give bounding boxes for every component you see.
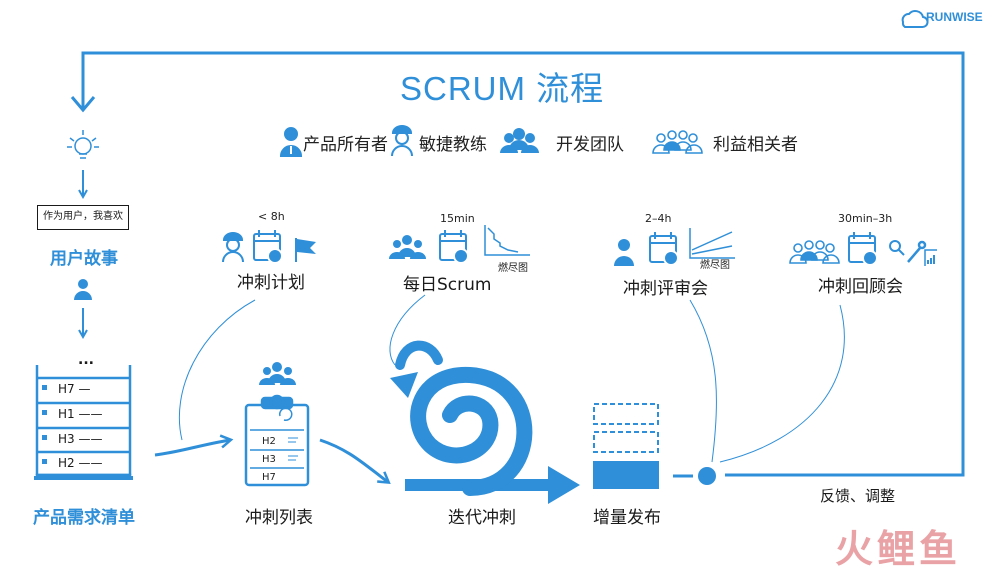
feedback-label: 反馈、调整 bbox=[820, 487, 896, 505]
increment-icon bbox=[593, 403, 659, 489]
user-story-box: 作为用户，我喜欢 bbox=[37, 205, 129, 230]
sprint-team-icon bbox=[259, 362, 296, 385]
sprint-retro-label: 冲刺回顾会 bbox=[818, 277, 903, 297]
sprint-backlog-item: H2 bbox=[262, 436, 276, 447]
runwise-logo-icon bbox=[901, 10, 929, 28]
backlog-item: H7 — bbox=[58, 382, 91, 396]
bar-chart-icon bbox=[924, 249, 937, 266]
feedback-loop-line bbox=[81, 51, 965, 477]
daily-team-icon bbox=[389, 235, 426, 259]
iteration-spiral-icon bbox=[390, 340, 580, 504]
daily-arc bbox=[389, 294, 426, 366]
sprint-planning-label: 冲刺计划 bbox=[237, 273, 305, 293]
retro-duration: 30min–3h bbox=[838, 212, 893, 225]
lightbulb-icon bbox=[67, 130, 99, 159]
user-story-label: 用户故事 bbox=[50, 249, 118, 269]
daily-duration: 15min bbox=[440, 212, 475, 225]
review-duration: 2–4h bbox=[645, 212, 672, 225]
product-backlog-stack bbox=[34, 365, 133, 480]
runwise-logo-text: RUNWISE bbox=[926, 10, 983, 24]
loop-down-arrow bbox=[70, 96, 96, 113]
review-owner-icon bbox=[614, 239, 634, 266]
retro-calendar-icon bbox=[848, 232, 878, 266]
planning-calendar-icon bbox=[253, 230, 283, 264]
daily-calendar-icon bbox=[439, 230, 469, 264]
scrum-master-label: 敏捷教练 bbox=[419, 135, 487, 155]
sprint-review-label: 冲刺评审会 bbox=[623, 279, 708, 299]
page-title: SCRUM 流程 bbox=[400, 70, 605, 107]
planning-flag-icon bbox=[295, 238, 316, 262]
product-owner-icon bbox=[279, 127, 303, 157]
iteration-label: 迭代冲刺 bbox=[448, 508, 516, 528]
sprint-backlog-item: H7 bbox=[262, 472, 276, 483]
user-icon bbox=[74, 279, 92, 300]
backlog-to-sprint-arrow bbox=[154, 440, 230, 457]
dev-team-label: 开发团队 bbox=[556, 135, 624, 155]
review-arc bbox=[689, 299, 718, 463]
daily-burndown-label: 燃尽图 bbox=[498, 263, 528, 274]
increment-label: 增量发布 bbox=[593, 508, 661, 528]
dev-team-icon bbox=[500, 128, 539, 153]
sprint-backlog-item: H3 bbox=[262, 454, 276, 465]
product-backlog-label: 产品需求清单 bbox=[33, 508, 135, 528]
scrum-master-icon bbox=[391, 125, 413, 157]
magnifier-icon bbox=[889, 240, 905, 256]
product-owner-label: 产品所有者 bbox=[303, 135, 388, 155]
stakeholders-icon bbox=[652, 130, 703, 154]
backlog-item: H1 —— bbox=[58, 407, 103, 421]
review-burndown-chart-icon bbox=[689, 228, 735, 259]
stakeholders-label: 利益相关者 bbox=[713, 135, 798, 155]
feedback-connector bbox=[673, 467, 716, 485]
retro-stakeholders-icon bbox=[789, 240, 840, 264]
planning-duration: < 8h bbox=[258, 210, 285, 223]
daily-scrum-label: 每日Scrum bbox=[403, 275, 492, 295]
planning-arc bbox=[178, 299, 256, 441]
watermark: 火鲤鱼 bbox=[835, 527, 962, 571]
wrench-icon bbox=[907, 240, 927, 263]
review-burndown-label: 燃尽图 bbox=[700, 260, 730, 271]
sprint-backlog-label: 冲刺列表 bbox=[245, 508, 313, 528]
planning-master-icon bbox=[222, 232, 244, 263]
review-calendar-icon bbox=[649, 232, 679, 266]
backlog-more-dots: ... bbox=[78, 352, 94, 368]
retro-arc bbox=[719, 304, 845, 463]
sprint-backlog-clipboard bbox=[244, 394, 310, 487]
sprint-to-iteration-arrow bbox=[319, 438, 388, 482]
backlog-item: H2 —— bbox=[58, 456, 103, 470]
daily-burndown-chart-icon bbox=[484, 225, 530, 256]
backlog-item: H3 —— bbox=[58, 432, 103, 446]
